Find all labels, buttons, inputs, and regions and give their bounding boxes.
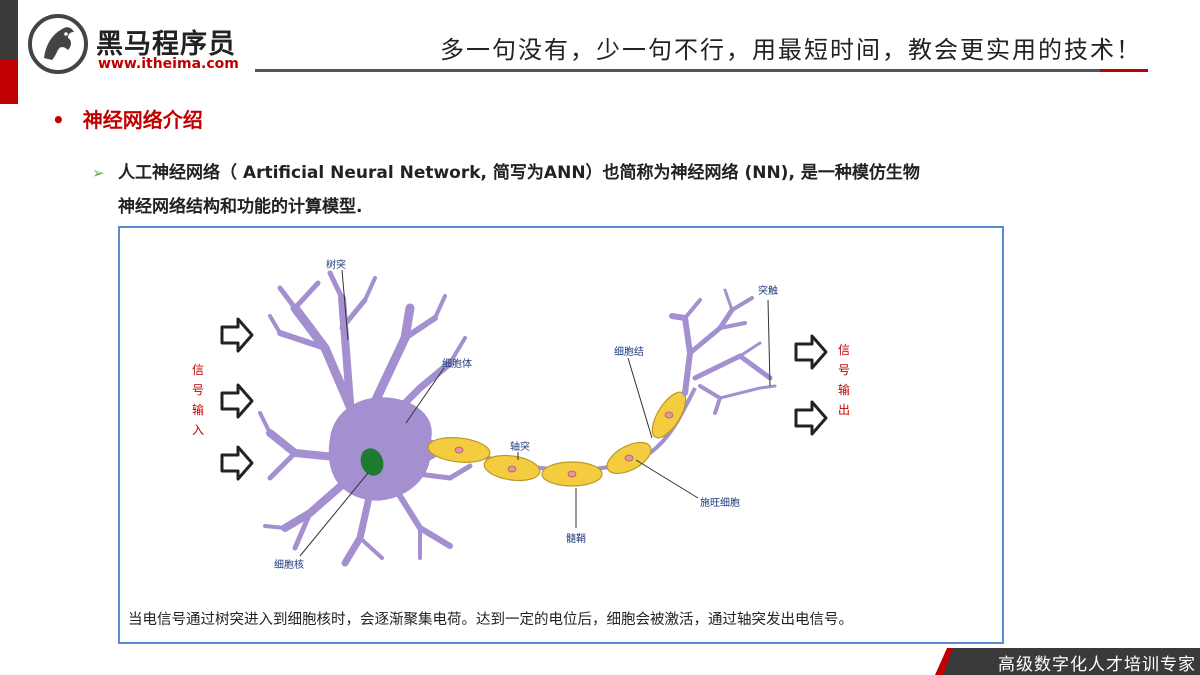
output-label-char: 信 bbox=[838, 343, 850, 357]
neuron-diagram: 信 号 输 入 信 号 输 出 bbox=[192, 258, 850, 571]
horse-logo-icon bbox=[28, 14, 88, 74]
input-label-char: 号 bbox=[192, 383, 204, 397]
label-nucleus: 细胞核 bbox=[274, 558, 304, 571]
brand-url[interactable]: www.itheima.com bbox=[98, 56, 239, 72]
brand-logo[interactable]: 黑马程序员 www.itheima.com bbox=[28, 14, 248, 76]
label-axon: 轴突 bbox=[510, 440, 530, 453]
schwann-nuclei bbox=[454, 411, 674, 478]
dendrites bbox=[258, 270, 473, 567]
header-divider-accent bbox=[1100, 69, 1148, 72]
figure-caption: 当电信号通过树突进入到细胞核时，会逐渐聚集电荷。达到一定的电位后，细胞会被激活，… bbox=[128, 612, 853, 628]
label-schwann: 施旺细胞 bbox=[700, 496, 740, 509]
anatomy-labels: 树突 细胞体 轴突 细胞核 髓鞘 细胞结 施旺细胞 突触 bbox=[274, 258, 778, 571]
input-label-char: 信 bbox=[192, 363, 204, 377]
label-synapse: 突触 bbox=[758, 284, 778, 297]
output-signal-label: 信 号 输 出 bbox=[838, 343, 850, 417]
arrow-bullet-icon: ➢ bbox=[92, 164, 105, 182]
header-slogan: 多一句没有，少一句不行，用最短时间，教会更实用的技术！ bbox=[440, 36, 1142, 64]
myelin-sheath bbox=[427, 391, 687, 487]
side-accent-red bbox=[0, 60, 18, 104]
input-label-char: 入 bbox=[192, 423, 204, 437]
label-myelin: 髓鞘 bbox=[566, 532, 586, 545]
label-cell-body: 细胞体 bbox=[442, 357, 472, 370]
output-label-char: 出 bbox=[838, 403, 850, 417]
section-title: • 神经网络介绍 bbox=[52, 104, 203, 133]
paragraph-line-1: 人工神经网络（ Artificial Neural Network, 简写为AN… bbox=[118, 163, 920, 183]
axon-terminal bbox=[669, 288, 777, 415]
output-label-char: 输 bbox=[838, 382, 850, 397]
brand-name: 黑马程序员 bbox=[96, 29, 236, 60]
label-dendrite: 树突 bbox=[326, 258, 346, 271]
intro-paragraph: ➢ 人工神经网络（ Artificial Neural Network, 简写为… bbox=[92, 156, 1022, 224]
input-signal-label: 信 号 输 入 bbox=[192, 363, 204, 437]
input-label-char: 输 bbox=[192, 402, 204, 417]
cell-body bbox=[328, 397, 438, 501]
section-bullet: • bbox=[52, 108, 65, 132]
output-label-char: 号 bbox=[838, 363, 850, 377]
footer-tagline: 高级数字化人才培训专家 bbox=[998, 655, 1196, 675]
neuron-figure: 信 号 输 入 信 号 输 出 bbox=[118, 226, 1004, 644]
section-title-text: 神经网络介绍 bbox=[82, 108, 203, 132]
paragraph-line-2: 神经网络结构和功能的计算模型. bbox=[118, 197, 363, 217]
header-divider bbox=[255, 69, 1148, 72]
leader-lines bbox=[299, 269, 771, 557]
side-accent-dark bbox=[0, 0, 18, 60]
footer-banner bbox=[935, 648, 1200, 675]
nucleus bbox=[360, 448, 384, 476]
input-arrow-icon bbox=[220, 317, 254, 481]
output-arrow-icon bbox=[794, 334, 828, 436]
label-node: 细胞结 bbox=[614, 345, 644, 358]
